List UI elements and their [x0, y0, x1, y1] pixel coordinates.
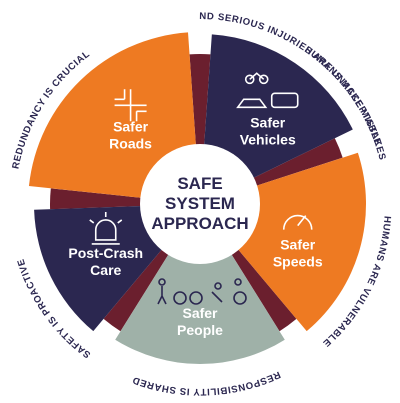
segment-people — [115, 253, 285, 364]
divider-wedge — [189, 53, 211, 147]
divider-wedge — [252, 138, 343, 187]
segment-label-people-0: Safer — [182, 305, 218, 321]
center-title-line-1: SAFE — [177, 174, 222, 193]
speedometer-icon — [282, 214, 313, 230]
people-icon — [157, 278, 247, 305]
segments-wheel: SaferRoadsSaferVehiclesSaferSpeedsSaferP… — [28, 32, 367, 364]
center-badge: SAFE SYSTEM APPROACH — [140, 144, 260, 264]
segment-label-vehicles-1: Vehicles — [240, 131, 296, 147]
segment-label-speeds-0: Safer — [280, 237, 316, 253]
center-title-line-2: SYSTEM — [165, 194, 235, 213]
divider-wedge — [103, 248, 170, 332]
segment-vehicles — [204, 34, 353, 179]
principle-text: RESPONSIBILITY IS SHARED — [131, 369, 282, 397]
segment-label-postcrash-0: Post-Crash — [68, 245, 143, 261]
divider-wedge — [50, 188, 143, 210]
vehicles-icon — [236, 72, 299, 109]
segment-label-vehicles-0: Safer — [250, 114, 286, 130]
segment-label-postcrash-1: Care — [90, 262, 121, 278]
segment-speeds — [237, 152, 367, 332]
segment-label-roads-0: Safer — [113, 118, 149, 134]
segment-roads — [28, 32, 196, 198]
road-intersection-icon — [114, 89, 147, 122]
segment-postcrash — [34, 206, 163, 332]
center-title-line-3: APPROACH — [151, 214, 248, 233]
emergency-light-icon — [89, 211, 123, 245]
segment-label-people-1: People — [177, 322, 223, 338]
segment-label-speeds-1: Speeds — [273, 254, 323, 270]
segment-label-roads-1: Roads — [109, 135, 152, 151]
divider-wedge — [230, 248, 297, 332]
center-circle — [140, 144, 260, 264]
